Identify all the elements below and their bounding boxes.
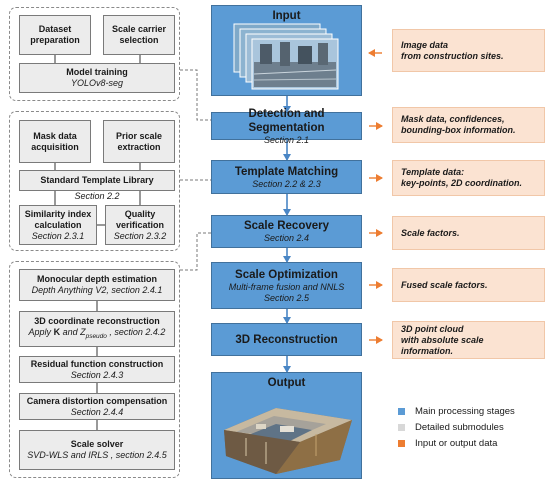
distortion-compensation-sub: Section 2.4.4 [70, 406, 124, 417]
dashed-connector-group3 [180, 232, 211, 271]
recovery-title: Scale Recovery [243, 220, 330, 232]
distortion-compensation-title: Camera distortion compensation [26, 395, 168, 406]
io-input-box: Image data from construction sites. [392, 29, 545, 72]
model-training-box: Model training YOLOv8-seg [19, 63, 175, 93]
scale-carrier-box: Scale carrier selection [103, 15, 175, 55]
input-image-stack [232, 22, 344, 92]
group-scale-recovery [9, 261, 180, 478]
mask-acquisition-label: Mask data acquisition [31, 130, 79, 152]
dashed-connector-group1 [180, 69, 211, 121]
legend-swatch-io [398, 440, 405, 447]
detection-sub: Section 2.1 [263, 134, 310, 145]
residual-function-sub: Section 2.4.3 [70, 369, 124, 380]
io-input-l1: Image data [401, 39, 449, 50]
io-input-l2: from construction sites. [401, 50, 504, 61]
output-pointcloud [216, 390, 358, 476]
point-cloud-icon [224, 408, 352, 474]
depth-estimation-sub: Depth Anything V2, section 2.4.1 [31, 285, 163, 295]
io-template-box: Template data: key-points, 2D coordinati… [392, 160, 545, 196]
quality-verification-sub: Section 2.3.2 [113, 230, 167, 241]
quality-verification-box: Quality verification Section 2.3.2 [105, 205, 175, 245]
scale-optimization-stage: Scale Optimization Multi-frame fusion an… [211, 262, 362, 309]
input-title: Input [272, 10, 301, 22]
template-library-title: Standard Template Library [40, 175, 154, 185]
legend-io-label: Input or output data [415, 438, 498, 449]
legend-swatch-main [398, 408, 405, 415]
scale-solver-sub: SVD-WLS and IRLS , section 2.4.5 [27, 450, 167, 460]
io-recovery-box: Scale factors. [392, 216, 545, 250]
similarity-index-sub: Section 2.3.1 [31, 230, 85, 241]
detection-segmentation-stage: Detection and Segmentation Section 2.1 [211, 108, 362, 145]
io-detection-box: Mask data, confidences, bounding-box inf… [392, 107, 545, 143]
legend-detailed-label: Detailed submodules [415, 422, 504, 433]
residual-function-title: Residual function construction [30, 358, 164, 369]
io-recovery-l1: Scale factors. [401, 227, 460, 238]
template-library-box: Standard Template Library Section 2.2 [19, 170, 175, 191]
distortion-compensation-box: Camera distortion compensation Section 2… [19, 393, 175, 420]
coord-reconstruction-title: 3D coordinate reconstruction [34, 316, 160, 327]
legend-main: Main processing stages [398, 406, 515, 417]
coord-reconstruction-sub: Apply K and Zpseudo , section 2.4.2 [28, 327, 166, 340]
optimization-sub2: Section 2.5 [263, 292, 310, 303]
template-matching-stage: Template Matching Section 2.2 & 2.3 [211, 160, 362, 194]
legend-io: Input or output data [398, 438, 497, 449]
io-detection-l1: Mask data, confidences, [401, 114, 505, 124]
io-optimization-box: Fused scale factors. [392, 268, 545, 302]
template-library-section: Section 2.2 [74, 191, 120, 201]
scale-recovery-stage: Scale Recovery Section 2.4 [211, 215, 362, 248]
io-detection-l2: bounding-box information. [401, 125, 516, 135]
coord-reconstruction-box: 3D coordinate reconstruction Apply K and… [19, 311, 175, 347]
reconstruction-stage: 3D Reconstruction [211, 323, 362, 356]
optimization-title: Scale Optimization [235, 268, 338, 281]
prior-scale-label: Prior scale extraction [115, 130, 163, 152]
dataset-preparation-label: Dataset preparation [30, 24, 80, 45]
model-training-sub: YOLOv8-seg [70, 78, 124, 88]
recovery-sub: Section 2.4 [263, 233, 310, 243]
io-reconstruction-l2: with absolute scale information. [401, 334, 484, 356]
group-model-training [9, 7, 180, 101]
scale-solver-box: Scale solver SVD-WLS and IRLS , section … [19, 430, 175, 470]
template-sub: Section 2.2 & 2.3 [252, 178, 321, 189]
io-template-l1: Template data: [401, 167, 465, 177]
scale-carrier-label: Scale carrier selection [111, 24, 167, 45]
depth-estimation-box: Monocular depth estimation Depth Anythin… [19, 269, 175, 301]
prior-scale-box: Prior scale extraction [103, 120, 175, 163]
io-reconstruction-l1: 3D point cloud [401, 323, 464, 334]
io-template-l2: key-points, 2D coordination. [401, 178, 523, 188]
io-reconstruction-box: 3D point cloud with absolute scale infor… [392, 321, 545, 359]
similarity-index-title: Similarity index calculation [24, 208, 92, 230]
dataset-preparation-box: Dataset preparation [19, 15, 91, 55]
mask-acquisition-box: Mask data acquisition [19, 120, 91, 163]
model-training-title: Model training [66, 67, 128, 77]
scale-solver-title: Scale solver [70, 439, 124, 449]
io-optimization-l1: Fused scale factors. [401, 279, 488, 290]
output-title: Output [267, 377, 306, 389]
residual-function-box: Residual function construction Section 2… [19, 356, 175, 383]
reconstruction-title: 3D Reconstruction [235, 333, 338, 346]
optimization-sub1: Multi-frame fusion and NNLS [228, 281, 345, 292]
legend-detailed: Detailed submodules [398, 422, 504, 433]
construction-photos-icon [233, 23, 339, 90]
depth-estimation-title: Monocular depth estimation [36, 274, 157, 284]
template-title: Template Matching [234, 165, 339, 178]
similarity-index-box: Similarity index calculation Section 2.3… [19, 205, 97, 245]
legend-swatch-detailed [398, 424, 405, 431]
quality-verification-title: Quality verification [115, 208, 164, 230]
group-template-library [9, 111, 180, 251]
legend-main-label: Main processing stages [415, 406, 515, 417]
detection-title: Detection and Segmentation [248, 107, 325, 134]
